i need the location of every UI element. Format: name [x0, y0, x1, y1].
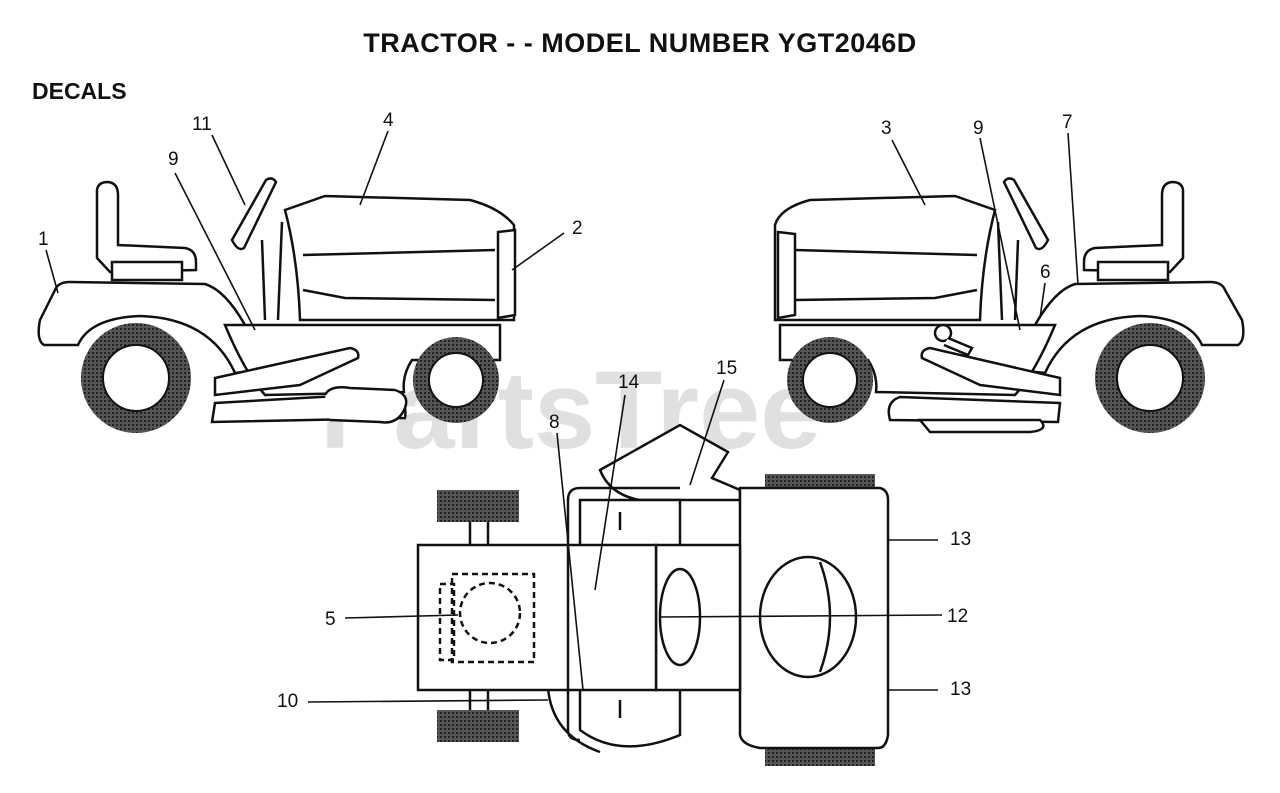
top-front-tire-upper: [437, 490, 519, 522]
right-hood: [773, 194, 997, 322]
callout-1: 1: [38, 229, 49, 250]
callout-6: 6: [1040, 262, 1051, 283]
right-lift-lever: [943, 336, 974, 357]
callout-13-lower: 13: [950, 679, 971, 700]
right-seat: [1082, 180, 1185, 274]
left-steering-wheel: [230, 177, 278, 251]
top-front-axle-lower: [468, 688, 490, 710]
top-front-tire-lower: [437, 710, 519, 742]
left-seat: [95, 180, 198, 274]
callout-9-right: 9: [973, 118, 984, 139]
top-front-axle-upper: [468, 522, 490, 546]
left-side-view: [37, 177, 517, 424]
callout-8: 8: [549, 412, 560, 433]
right-front-rim: [802, 352, 858, 408]
right-hood-grille: [776, 230, 797, 320]
callout-15: 15: [716, 358, 737, 379]
section-label: DECALS: [32, 78, 127, 104]
top-view: [416, 423, 890, 766]
diagram-title: TRACTOR - - MODEL NUMBER YGT2046D: [363, 28, 917, 58]
left-front-rim: [428, 352, 484, 408]
left-deck-chute: [323, 386, 408, 424]
callout-5: 5: [325, 609, 336, 630]
right-deck-underside: [917, 418, 1045, 434]
top-hood: [416, 543, 658, 692]
callout-13-upper: 13: [950, 529, 971, 550]
left-seat-base: [110, 260, 184, 282]
left-footrest: [213, 346, 360, 397]
callout-4: 4: [383, 110, 394, 131]
left-hood-line: [302, 248, 496, 302]
right-rear-rim: [1116, 344, 1184, 412]
right-side-view: [773, 177, 1245, 434]
callout-12: 12: [947, 606, 968, 627]
top-decal-outline-dashed: [450, 572, 536, 664]
top-discharge-chute: [598, 423, 742, 502]
callout-2: 2: [572, 218, 583, 239]
top-seat: [758, 555, 858, 679]
top-deck-edge: [546, 687, 601, 754]
top-decal-outline-dashed-2: [438, 582, 456, 662]
top-seat-back: [818, 561, 832, 673]
right-hood-line: [794, 248, 978, 302]
left-rear-fender: [37, 280, 264, 375]
callout-10: 10: [277, 691, 298, 712]
top-decal-circle-dashed: [458, 581, 522, 645]
callout-7: 7: [1062, 112, 1073, 133]
right-rear-fender: [1016, 280, 1245, 375]
right-steering-wheel: [1002, 177, 1050, 251]
left-steering-column: [260, 221, 284, 321]
top-deck-sides: [566, 486, 680, 742]
left-hood: [283, 194, 516, 322]
right-footrest: [920, 346, 1062, 397]
top-rear-tire-lower: [765, 748, 875, 766]
left-hood-grille: [496, 228, 517, 320]
right-seat-base: [1096, 260, 1170, 282]
callout-11: 11: [192, 114, 212, 135]
callout-14: 14: [618, 372, 640, 393]
callout-9-left: 9: [168, 149, 179, 170]
right-mower-deck: [887, 395, 1062, 424]
left-rear-rim: [102, 344, 170, 412]
callout-3: 3: [881, 118, 892, 139]
right-lift-lever-knob: [933, 323, 953, 343]
leader-lines: [45, 130, 1079, 703]
